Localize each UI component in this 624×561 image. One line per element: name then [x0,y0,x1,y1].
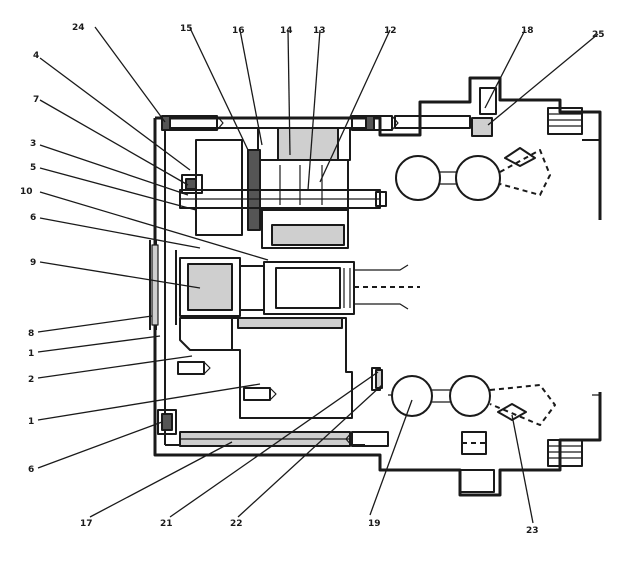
lower-bolts [157,409,583,493]
callout-labels: 24 15 16 14 13 12 18 25 4 7 3 5 10 6 9 8… [20,23,605,536]
callout-25: 25 [592,30,605,40]
callout-17: 17 [80,519,93,529]
callout-1-lower: 1 [28,417,34,427]
callout-22: 22 [230,519,243,529]
valve-circles [388,147,600,426]
upper-port-block [471,87,601,160]
callout-1-upper: 1 [28,349,34,359]
callout-15: 15 [180,24,193,34]
main-shaft [175,250,420,325]
upper-gear-train [179,127,387,249]
callout-13: 13 [313,26,326,36]
upper-bolts [161,115,471,131]
callout-8: 8 [28,329,34,339]
callout-6-lower: 6 [28,465,34,475]
leader-lines [37,26,599,524]
callout-14: 14 [280,26,293,36]
callout-12: 12 [384,26,397,36]
callout-3: 3 [30,139,36,149]
lower-gear-section [177,317,383,419]
callout-18: 18 [521,26,534,36]
callout-9: 9 [30,258,36,268]
callout-21: 21 [160,519,173,529]
callout-24: 24 [72,23,85,33]
callout-16: 16 [232,26,245,36]
callout-23: 23 [526,526,539,536]
callout-10: 10 [20,187,33,197]
callout-2: 2 [28,375,34,385]
callout-5: 5 [30,163,36,173]
callout-19: 19 [368,519,381,529]
callout-7: 7 [33,95,39,105]
callout-6-upper: 6 [30,213,36,223]
callout-4: 4 [33,51,39,61]
